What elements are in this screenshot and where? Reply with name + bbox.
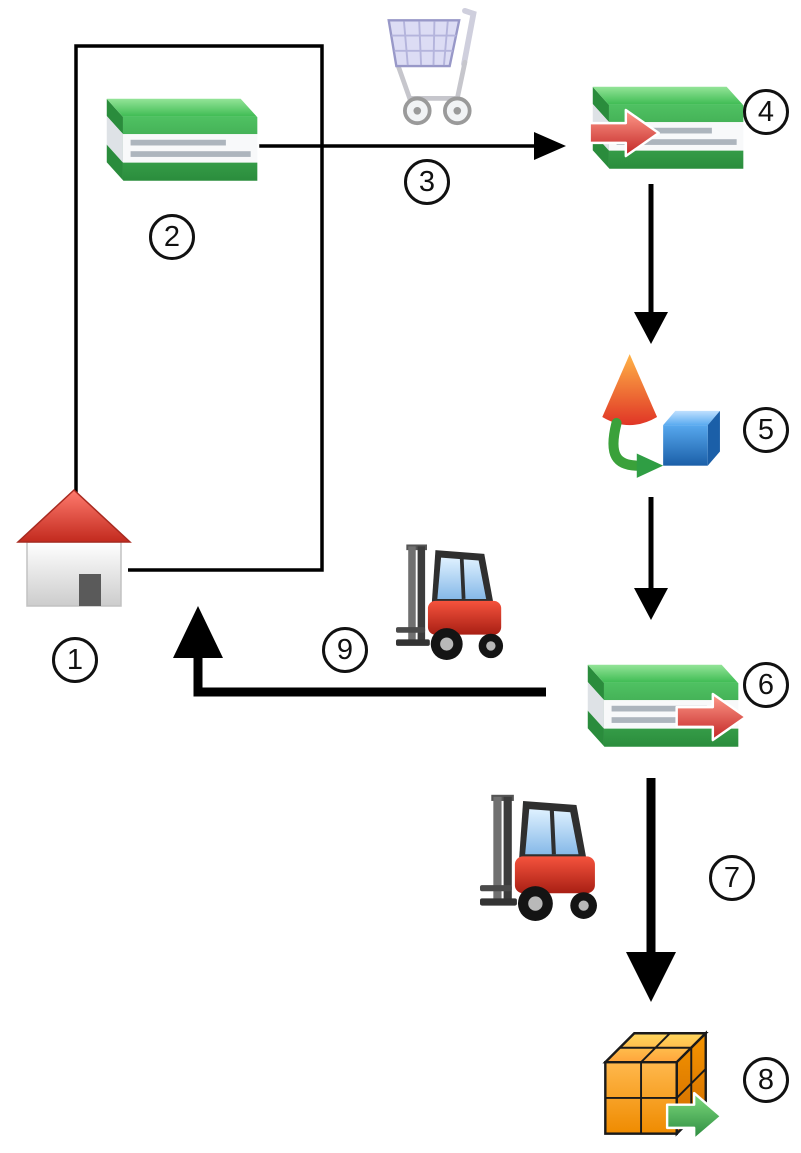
step-badge-8: 8	[743, 1057, 789, 1103]
step-badge-9: 9	[322, 627, 368, 673]
cone-and-cube-conversion-icon	[582, 346, 724, 488]
red-arrow-in-icon	[588, 108, 660, 158]
step-badge-3: 3	[404, 159, 450, 205]
flow-arrow-7	[626, 778, 676, 1002]
flow-arrow-3	[258, 132, 566, 160]
green-package-box-red-arrow-in-icon	[588, 70, 750, 176]
flow-arrow-4-to-5	[634, 184, 668, 344]
forklift-icon	[396, 540, 504, 672]
shopping-cart-icon	[383, 4, 483, 130]
green-package-box-red-arrow-out-icon	[583, 648, 747, 754]
orange-cube-green-arrow-icon	[584, 1012, 729, 1152]
house-icon	[15, 486, 135, 622]
step-badge-2: 2	[149, 214, 195, 260]
step-badge-4: 4	[743, 89, 789, 135]
loop-line-house-to-box	[74, 44, 324, 572]
red-arrow-out-icon	[675, 692, 747, 742]
flow-arrow-5-to-6	[634, 497, 668, 620]
step-badge-5: 5	[743, 407, 789, 453]
step-badge-1: 1	[52, 637, 98, 683]
green-package-box-icon	[102, 82, 264, 188]
flow-arrow-9	[173, 606, 546, 697]
step-badge-7: 7	[709, 855, 755, 901]
forklift-icon	[480, 788, 598, 936]
step-badge-6: 6	[743, 662, 789, 708]
